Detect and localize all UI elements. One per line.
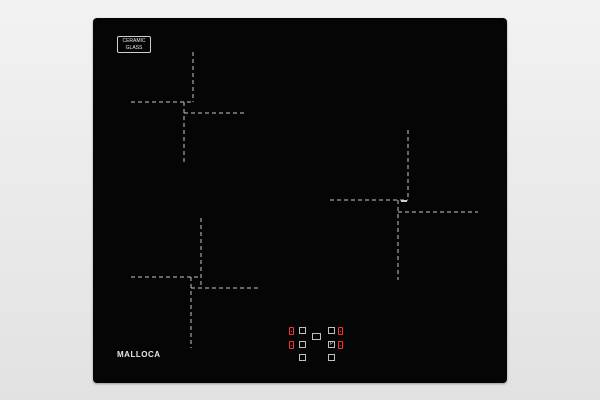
plus-button[interactable] xyxy=(328,354,335,361)
badge-line-1: CERAMIC xyxy=(122,38,146,44)
brand-logo: MALLOCA xyxy=(117,350,161,359)
cooktop-glass-panel: CERAMIC GLASS xyxy=(93,18,507,383)
zone-indicator-display xyxy=(289,341,294,349)
zone-indicator-display xyxy=(338,327,343,335)
ceramic-glass-badge: CERAMIC GLASS xyxy=(117,36,151,53)
zone-marker xyxy=(401,200,407,202)
zone-indicator-display xyxy=(289,327,294,335)
cooking-zone-bottom-left[interactable] xyxy=(131,218,261,348)
badge-line-2: GLASS xyxy=(125,45,143,51)
zone-select-button[interactable] xyxy=(328,327,335,334)
cooking-zones xyxy=(131,52,478,348)
minus-button[interactable] xyxy=(299,354,306,361)
zone-select-button[interactable] xyxy=(299,327,306,334)
pause-icon: P xyxy=(329,341,333,347)
power-button[interactable] xyxy=(312,333,321,340)
cooking-zone-top-left[interactable] xyxy=(131,52,245,165)
zone-indicator-display xyxy=(338,341,343,349)
zone-select-button[interactable] xyxy=(299,341,306,348)
cooking-zone-right[interactable] xyxy=(330,130,478,280)
pause-button[interactable]: P xyxy=(328,341,335,348)
